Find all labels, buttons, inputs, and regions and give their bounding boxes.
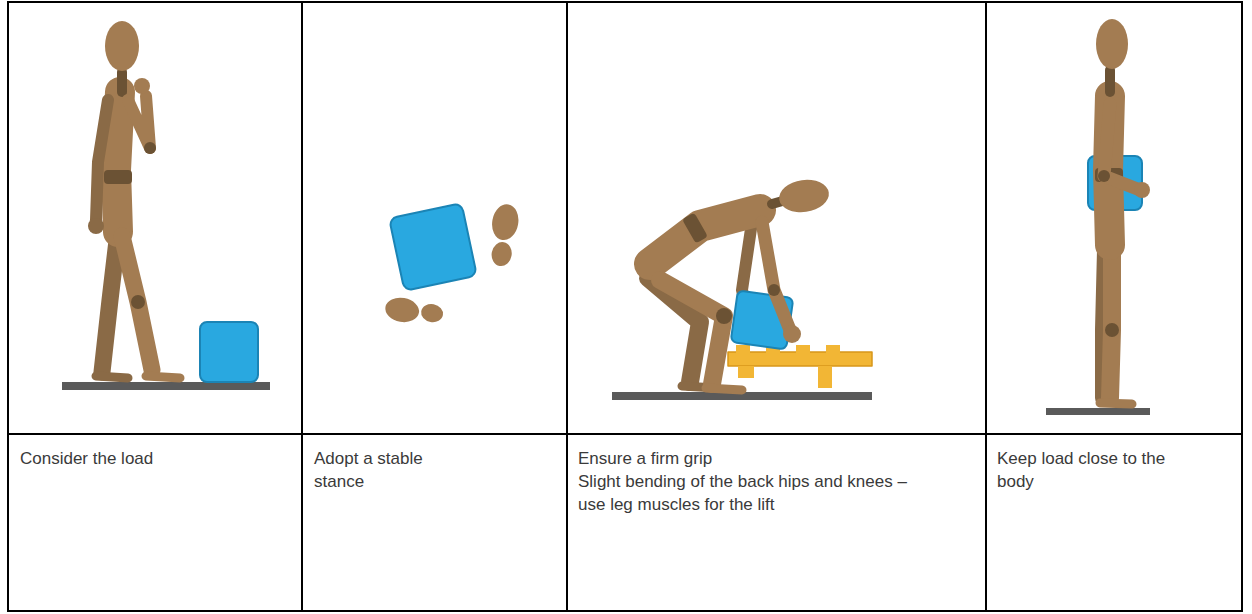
table-cell: Consider the load — [20, 447, 290, 470]
table-cell: Adopt a stable stance — [314, 447, 464, 493]
table-cell: Slight bending of the back hips and knee… — [578, 470, 928, 516]
lifting-mannequin — [612, 177, 872, 400]
thinking-mannequin — [62, 21, 270, 390]
table-cell: Ensure a firm grip — [578, 447, 968, 470]
table-cell: Keep load close to the body — [997, 447, 1172, 493]
carrying-mannequin — [1046, 19, 1150, 415]
stance-footprints — [383, 202, 521, 329]
table-grid — [8, 2, 1242, 611]
